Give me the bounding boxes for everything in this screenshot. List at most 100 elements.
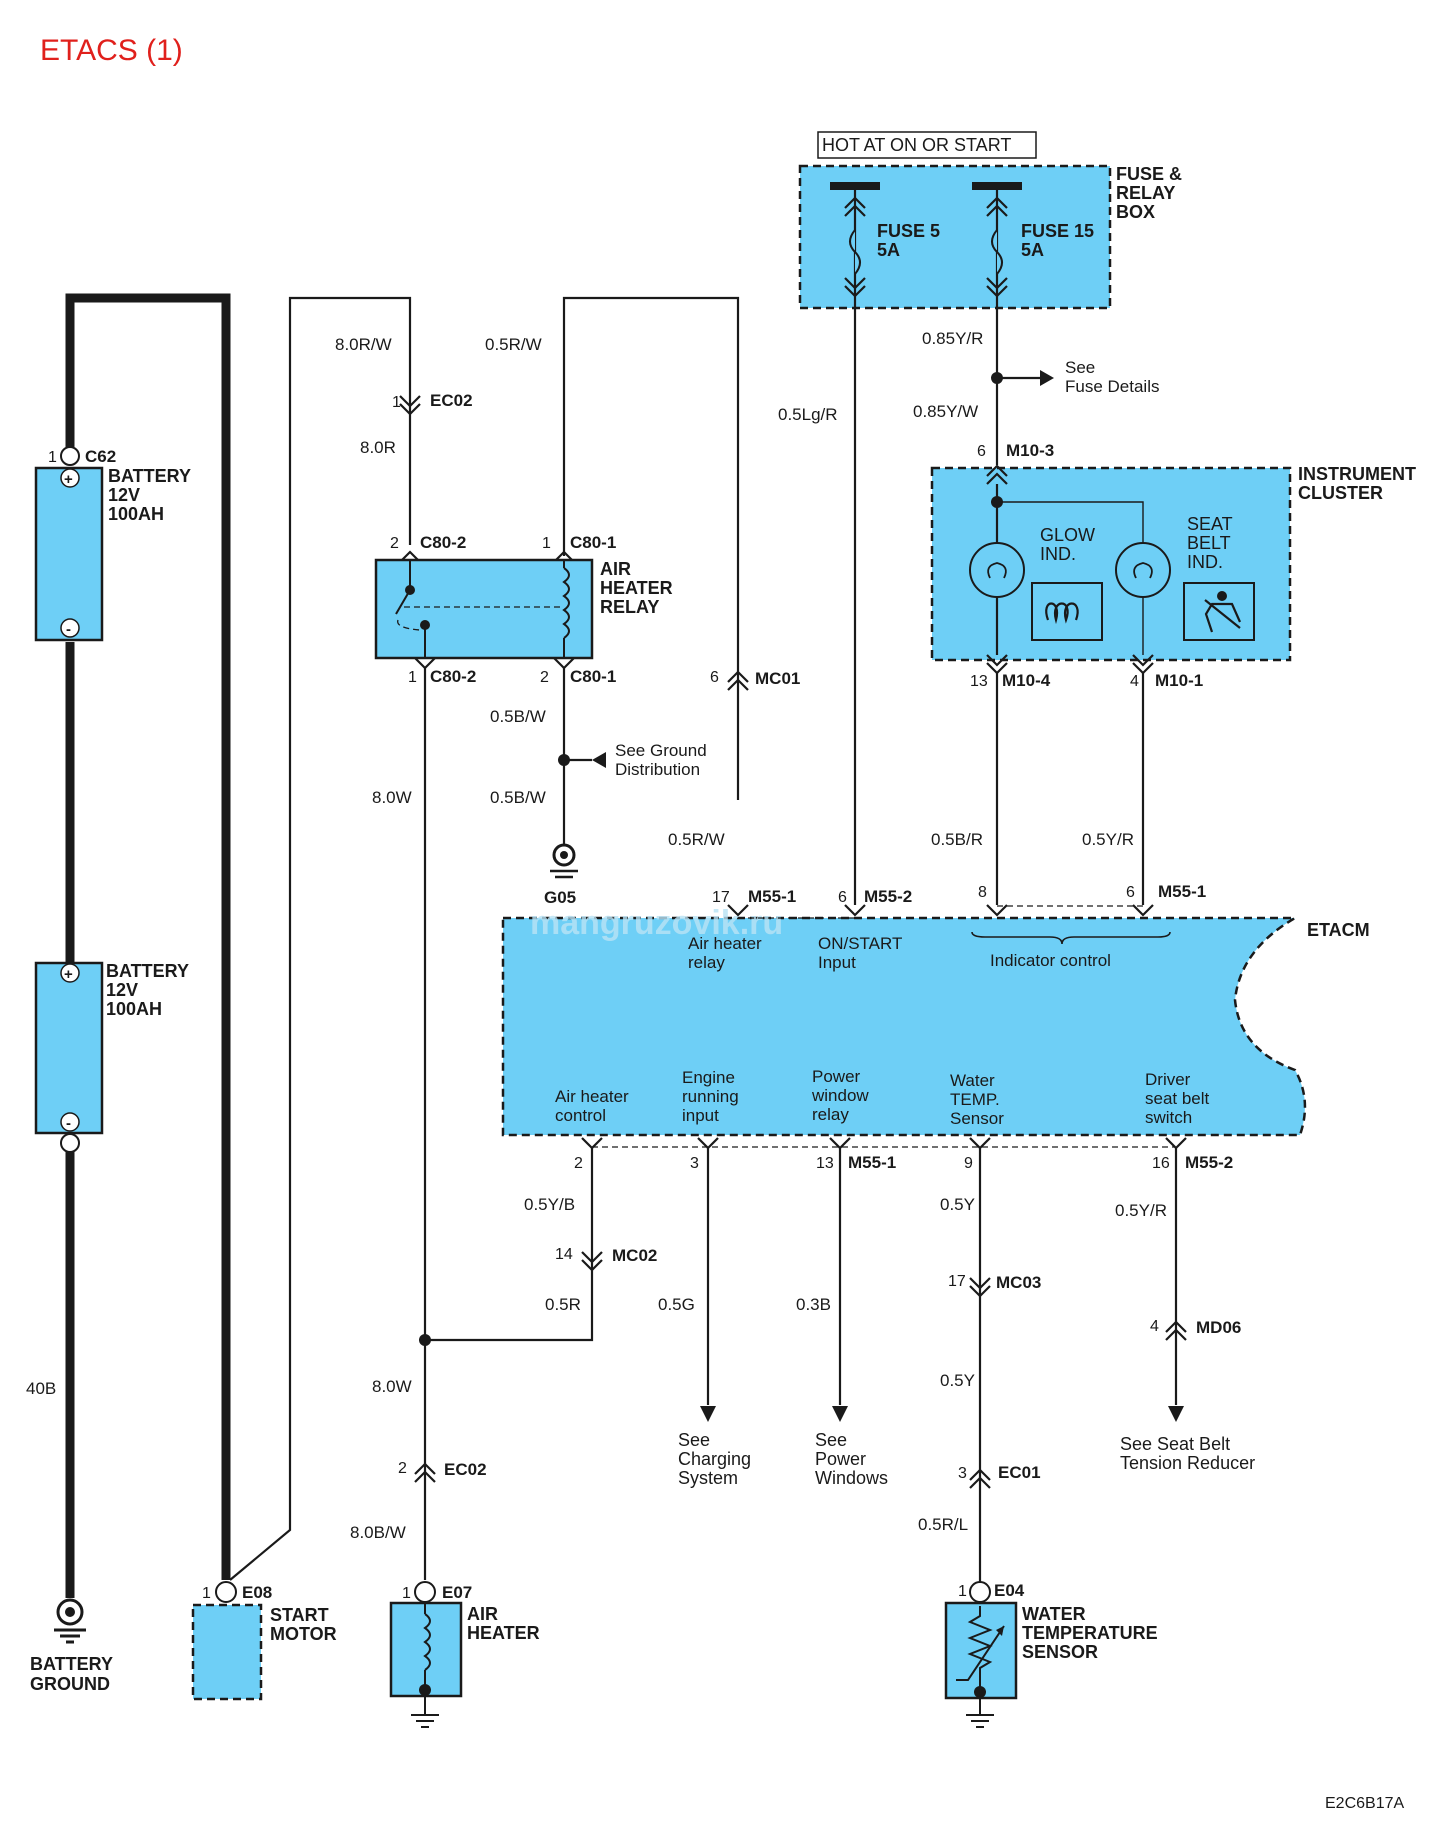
fuse15-rating: 5A	[1021, 240, 1044, 260]
c62-pin: 1	[48, 449, 57, 466]
pin-label: 1	[392, 394, 401, 411]
wire-label: 0.5G	[658, 1295, 695, 1314]
start-motor-label-2: MOTOR	[270, 1624, 337, 1644]
etacm-water-label-3: Sensor	[950, 1109, 1004, 1128]
relay-coil-icon	[562, 567, 570, 639]
connector-icon	[844, 196, 866, 217]
see-fuse-ref-2: Fuse Details	[1065, 377, 1159, 396]
arrow-down-icon	[1168, 1406, 1184, 1422]
connector-icon	[969, 1468, 991, 1489]
etacm-water-label: Water	[950, 1071, 995, 1090]
air-heater-label: AIR	[467, 1604, 498, 1624]
fuse-box-label: FUSE &	[1116, 164, 1182, 184]
etacm-driver-label-3: switch	[1145, 1108, 1192, 1127]
see-ground-ref-2: Distribution	[615, 760, 700, 779]
fuse-box-label-2: RELAY	[1116, 183, 1175, 203]
see-ground-ref: See Ground	[615, 741, 707, 760]
battery-top-label: BATTERY	[108, 466, 191, 486]
wire-label: 0.5R/W	[485, 335, 542, 354]
e04-connector	[969, 1581, 991, 1603]
ec01-label: EC01	[998, 1463, 1041, 1482]
battery-bottom-capacity: 100AH	[106, 999, 162, 1019]
ec02-connector-label: EC02	[430, 391, 473, 410]
etacm-air-relay-label: Air heater	[688, 934, 762, 953]
mc01-label: MC01	[755, 669, 800, 688]
fuse15-label: FUSE 15	[1021, 221, 1094, 241]
svg-text:-: -	[66, 1115, 71, 1132]
start-motor-label: START	[270, 1605, 329, 1625]
m55-1-right-label: M55-1	[1158, 882, 1206, 901]
pin-label: 14	[555, 1246, 573, 1263]
fuse-icon	[849, 229, 861, 275]
battery-terminal	[60, 1133, 80, 1153]
thermistor-icon	[967, 1606, 993, 1715]
page-title: ETACS (1)	[40, 34, 183, 67]
connector-icon	[399, 550, 575, 563]
connector-icon	[727, 904, 866, 917]
charging-ref: See	[678, 1430, 710, 1450]
g05-label: G05	[544, 888, 576, 907]
wire-label: 8.0W	[372, 788, 412, 807]
e04-pin: 1	[958, 1583, 967, 1600]
wire-40b: 40B	[26, 1379, 56, 1398]
mc02-label: MC02	[612, 1246, 657, 1265]
connector-icon	[414, 1462, 436, 1483]
connector-icon	[969, 1277, 991, 1298]
seat-belt-ref: See Seat Belt	[1120, 1434, 1230, 1454]
etacm-water-label-2: TEMP.	[950, 1090, 1000, 1109]
seat-belt-lamp-icon	[1115, 542, 1171, 598]
seat-belt-label: SEAT	[1187, 514, 1233, 534]
md06-label: MD06	[1196, 1318, 1241, 1337]
svg-text:+: +	[64, 966, 73, 983]
e07-label: E07	[442, 1583, 472, 1602]
pin-label: 2	[574, 1155, 583, 1172]
battery-plus-icon	[60, 963, 80, 983]
battery-ground-label: BATTERY	[30, 1654, 113, 1674]
ground-icon	[966, 1714, 994, 1728]
connector-icon	[986, 904, 1154, 917]
air-heater-relay	[374, 558, 594, 660]
etacm-engine-label-3: input	[682, 1106, 719, 1125]
pin-label: 6	[977, 443, 986, 460]
pin-label: 2	[398, 1460, 407, 1477]
arrow-down-icon	[832, 1406, 848, 1422]
battery-ground-label-2: GROUND	[30, 1674, 110, 1694]
pin-label: 4	[1130, 673, 1139, 690]
etacm-label: ETACM	[1307, 920, 1370, 940]
m10-1-label: M10-1	[1155, 671, 1203, 690]
wire-label: 8.0W	[372, 1377, 412, 1396]
relay-connector-label: C80-1	[570, 533, 616, 552]
pin-label: 16	[1152, 1155, 1170, 1172]
e08-label: E08	[242, 1583, 272, 1602]
glow-ind-label-2: IND.	[1040, 544, 1076, 564]
connector-icon	[727, 670, 749, 691]
cluster-label-2: CLUSTER	[1298, 483, 1383, 503]
fuse-icon	[991, 229, 1003, 275]
air-heater-label-2: HEATER	[467, 1623, 540, 1643]
watermark: mangruzovik.ru	[530, 904, 783, 942]
m55-1-label: M55-1	[748, 887, 796, 906]
indicator-brace	[971, 931, 1171, 945]
pin-label: 4	[1150, 1318, 1159, 1335]
pin-label: 3	[958, 1465, 967, 1482]
etacm-onstart-label-2: Input	[818, 953, 856, 972]
battery-plus-icon	[60, 468, 80, 488]
wire-label: 8.0R	[360, 438, 396, 457]
e08-connector	[215, 1581, 237, 1603]
charging-ref-2: Charging	[678, 1449, 751, 1469]
water-sensor-label: WATER	[1022, 1604, 1086, 1624]
c62-connector	[60, 446, 80, 466]
start-motor	[191, 1603, 263, 1701]
wire-label: 0.5Y/R	[1115, 1201, 1167, 1220]
power-ref-2: Power	[815, 1449, 866, 1469]
battery-minus-icon	[60, 618, 80, 638]
etacm-pw-label-2: window	[811, 1086, 869, 1105]
fuse5-rating: 5A	[877, 240, 900, 260]
pin-label: 17	[712, 889, 730, 906]
pin-label: 9	[964, 1155, 973, 1172]
connector-icon	[986, 196, 1008, 217]
fuse-box-label-3: BOX	[1116, 202, 1155, 222]
wire-label: 0.5Y/R	[1082, 830, 1134, 849]
relay-connector-label: C80-2	[420, 533, 466, 552]
